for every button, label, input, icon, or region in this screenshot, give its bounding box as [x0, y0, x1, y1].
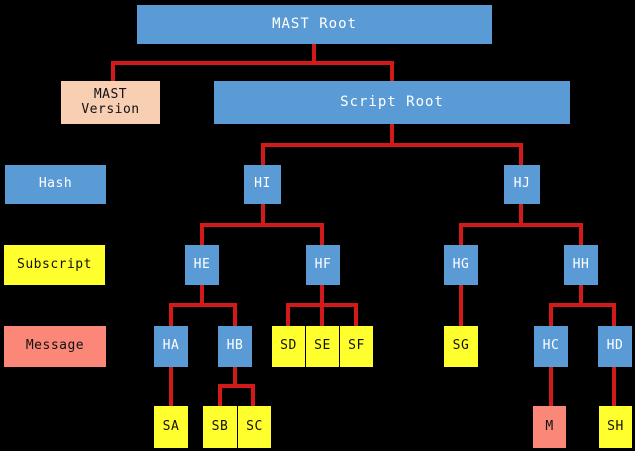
node-sd-label: SD — [280, 338, 297, 354]
edge-hi-bus — [200, 223, 324, 227]
edge-to-ha — [169, 303, 173, 327]
edge-to-hh — [579, 223, 583, 246]
node-sh-label: SH — [607, 418, 624, 434]
edge-to-sg — [459, 285, 463, 327]
node-sf[interactable]: SF — [340, 326, 373, 367]
node-hj-label: HJ — [513, 176, 531, 192]
node-hi[interactable]: HI — [244, 165, 281, 204]
edge-to-mast-version — [111, 61, 115, 82]
node-hc-label: HC — [542, 338, 560, 354]
node-sh[interactable]: SH — [599, 406, 632, 448]
legend-subscript: Subscript — [4, 245, 105, 285]
node-sc[interactable]: SC — [238, 406, 271, 448]
edge-script-root-bus — [261, 143, 523, 147]
node-hd-label: HD — [606, 338, 624, 354]
edge-hf-stem — [320, 285, 324, 305]
edge-to-he — [200, 223, 204, 246]
legend-message-label: Message — [25, 338, 85, 354]
node-sf-label: SF — [348, 338, 365, 354]
edge-he-bus — [169, 303, 237, 307]
edge-he-stem — [200, 285, 204, 305]
edge-to-hj — [519, 143, 523, 166]
legend-hash-label: Hash — [38, 176, 73, 192]
edge-hj-stem — [519, 204, 523, 225]
edge-hi-stem — [261, 204, 265, 225]
edge-to-hg — [459, 223, 463, 246]
edge-to-se — [320, 303, 324, 327]
node-hj[interactable]: HJ — [504, 165, 540, 204]
edge-hb-stem — [233, 367, 237, 386]
node-sc-label: SC — [246, 418, 263, 434]
node-hf[interactable]: HF — [306, 245, 340, 285]
node-sg-label: SG — [452, 338, 470, 354]
edge-to-hi — [261, 143, 265, 166]
node-ha[interactable]: HA — [154, 326, 188, 367]
legend-hash: Hash — [5, 165, 106, 204]
legend-message: Message — [4, 326, 106, 367]
edge-to-hb — [233, 303, 237, 327]
node-hd[interactable]: HD — [598, 326, 632, 367]
edge-to-sc — [251, 384, 255, 408]
legend-subscript-label: Subscript — [17, 256, 92, 272]
node-hb[interactable]: HB — [218, 326, 252, 367]
edge-hh-bus — [549, 303, 616, 307]
node-sb-label: SB — [211, 418, 229, 434]
edge-to-m — [549, 367, 553, 408]
edge-hb-bus — [218, 384, 255, 388]
node-script-root-label: Script Root — [340, 94, 444, 111]
node-hh-label: HH — [572, 256, 590, 272]
node-sd[interactable]: SD — [272, 326, 305, 367]
node-hg[interactable]: HG — [444, 245, 478, 285]
node-he-label: HE — [193, 256, 211, 272]
node-m[interactable]: M — [533, 406, 566, 448]
edge-mast-root-stem — [312, 44, 316, 65]
node-sb[interactable]: SB — [203, 406, 237, 448]
edge-to-sh — [612, 367, 616, 408]
node-sa[interactable]: SA — [154, 406, 188, 448]
node-m-label: M — [545, 418, 554, 434]
edge-to-script-root — [390, 61, 394, 82]
edge-script-root-stem — [390, 124, 394, 146]
node-script-root[interactable]: Script Root — [214, 81, 570, 124]
edge-to-sf — [354, 303, 358, 327]
node-hc[interactable]: HC — [534, 326, 568, 367]
node-sg[interactable]: SG — [444, 326, 478, 367]
node-se-label: SE — [314, 338, 331, 354]
edge-to-hc — [549, 303, 553, 327]
node-ha-label: HA — [162, 338, 180, 354]
node-hf-label: HF — [314, 256, 332, 272]
node-he[interactable]: HE — [185, 245, 219, 285]
edge-to-sa — [169, 367, 173, 408]
node-mast-root[interactable]: MAST Root — [137, 5, 492, 44]
node-hg-label: HG — [452, 256, 470, 272]
edge-to-sb — [218, 384, 222, 408]
edge-to-hf — [320, 223, 324, 246]
node-sa-label: SA — [162, 418, 180, 434]
node-hb-label: HB — [226, 338, 244, 354]
edge-to-hd — [612, 303, 616, 327]
node-mast-root-label: MAST Root — [272, 16, 357, 33]
node-hi-label: HI — [254, 176, 271, 192]
edge-to-sd — [286, 303, 290, 327]
node-mast-version[interactable]: MAST Version — [61, 81, 160, 124]
node-hh[interactable]: HH — [564, 245, 598, 285]
node-mast-version-label: MAST Version — [81, 86, 140, 117]
edge-mast-root-bus — [111, 61, 394, 65]
edge-hj-bus — [459, 223, 583, 227]
edge-hh-stem — [579, 285, 583, 305]
node-se[interactable]: SE — [306, 326, 339, 367]
